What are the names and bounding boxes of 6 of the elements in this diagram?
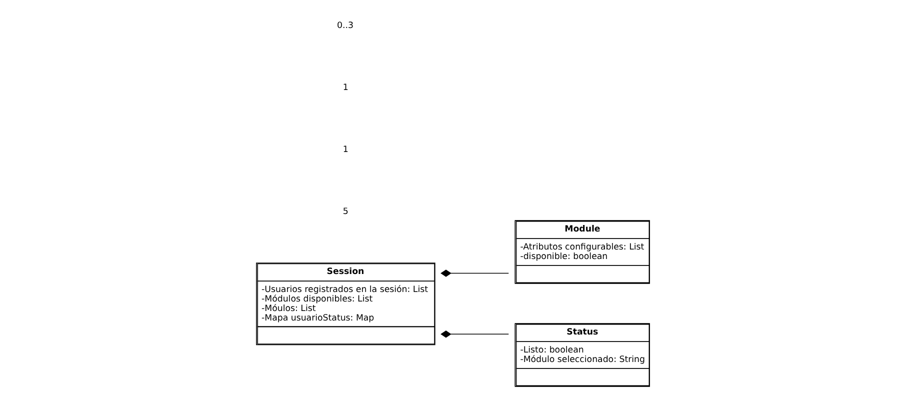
connector [440,330,508,338]
connector [440,270,508,277]
label: 5 [342,207,348,218]
label: 1 [342,144,348,155]
label: 0..3 [336,20,353,31]
label: 1 [342,82,348,93]
